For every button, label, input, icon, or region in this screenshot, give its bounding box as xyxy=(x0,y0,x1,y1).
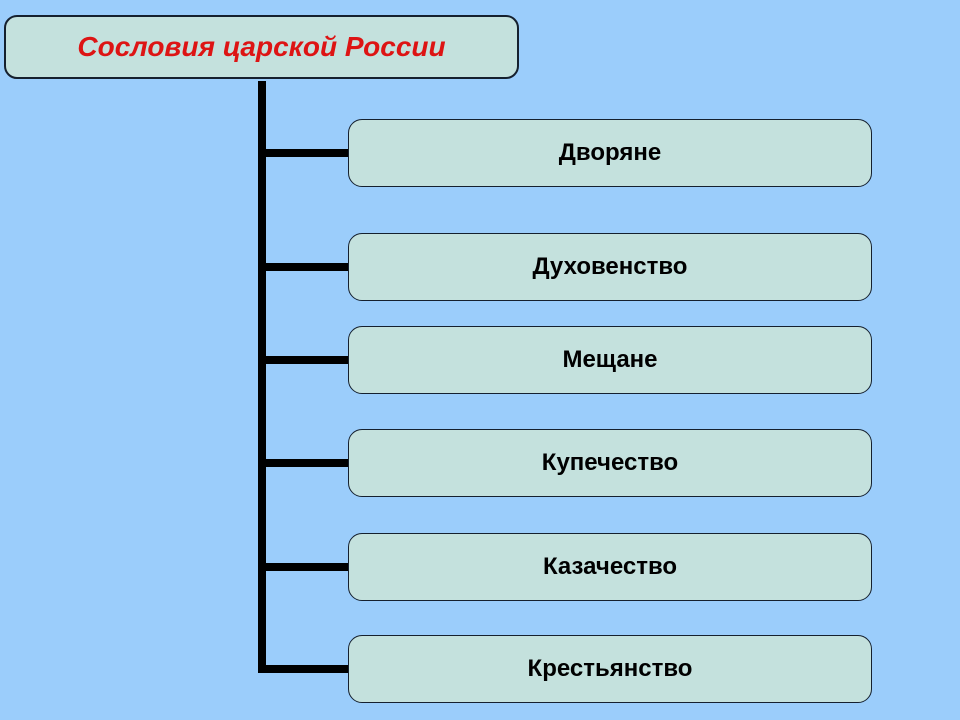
estate-node-kazachestvo: Казачество xyxy=(348,533,872,601)
connector-branch xyxy=(258,356,348,364)
connector-branch xyxy=(258,563,348,571)
diagram-title-box: Сословия царской России xyxy=(4,15,519,79)
node-label: Купечество xyxy=(541,449,679,476)
node-label: Дворяне xyxy=(558,139,662,166)
node-label: Духовенство xyxy=(532,253,688,280)
estate-node-krestyanstvo: Крестьянство xyxy=(348,635,872,703)
estate-node-kupechestvo: Купечество xyxy=(348,429,872,497)
connector-branch xyxy=(258,263,348,271)
estate-node-meshchane: Мещане xyxy=(348,326,872,394)
diagram-title: Сословия царской России xyxy=(77,31,446,62)
connector-trunk xyxy=(258,81,266,673)
connector-branch xyxy=(258,459,348,467)
estate-node-dukhovenstvo: Духовенство xyxy=(348,233,872,301)
node-label: Казачество xyxy=(542,553,678,580)
node-label: Мещане xyxy=(562,346,658,373)
connector-branch xyxy=(258,149,348,157)
estate-node-dvoryane: Дворяне xyxy=(348,119,872,187)
node-label: Крестьянство xyxy=(527,655,693,682)
connector-branch xyxy=(258,665,348,673)
